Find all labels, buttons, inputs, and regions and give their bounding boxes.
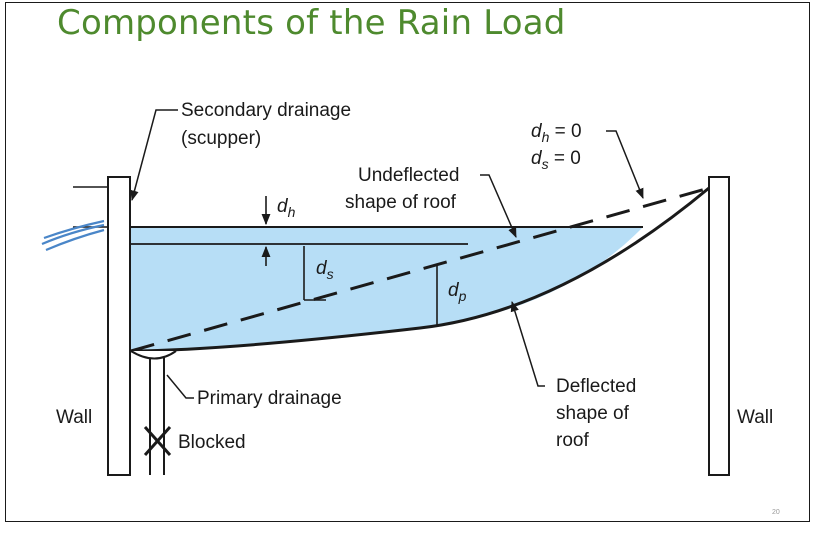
undeflected-roof-line — [130, 186, 710, 353]
left-wall-label: Wall — [56, 407, 92, 428]
undeflected-label: Undeflected — [358, 165, 459, 186]
dh-zero-leader — [606, 130, 644, 199]
right-wall — [708, 176, 730, 476]
dh-zero-label: dh = 0 — [531, 121, 582, 145]
blocked-label: Blocked — [178, 432, 246, 453]
shape-of-roof-label: shape of roof — [345, 192, 457, 213]
dp-label: dp — [448, 280, 467, 304]
undeflected-leader — [480, 174, 517, 238]
ds-dimension-bracket — [303, 246, 326, 301]
left-wall — [107, 176, 131, 476]
right-wall-label: Wall — [737, 407, 773, 428]
ponded-water-area — [130, 227, 643, 351]
deflected-roof-curve — [130, 186, 710, 353]
scupper-water-spill-icon — [41, 219, 105, 252]
deflected-label: Deflected — [556, 376, 636, 397]
deflected-shape-of-label: shape of — [556, 403, 630, 424]
slide-title: Components of the Rain Load — [57, 3, 566, 43]
ds-label: ds — [316, 258, 334, 282]
secondary-drainage-label: Secondary drainage — [181, 100, 351, 121]
deflected-roof-label: roof — [556, 430, 589, 451]
primary-drain-pipe — [130, 350, 177, 475]
blocked-x-icon — [143, 426, 172, 456]
slide-number: 20 — [772, 509, 780, 516]
dh-label: dh — [277, 196, 296, 220]
deflected-leader — [510, 300, 545, 387]
ds-zero-label: ds = 0 — [531, 148, 581, 172]
primary-drainage-leader — [166, 374, 194, 399]
secondary-drainage-leader — [130, 109, 178, 202]
primary-drainage-label: Primary drainage — [197, 388, 342, 409]
scupper-label: (scupper) — [181, 128, 261, 149]
